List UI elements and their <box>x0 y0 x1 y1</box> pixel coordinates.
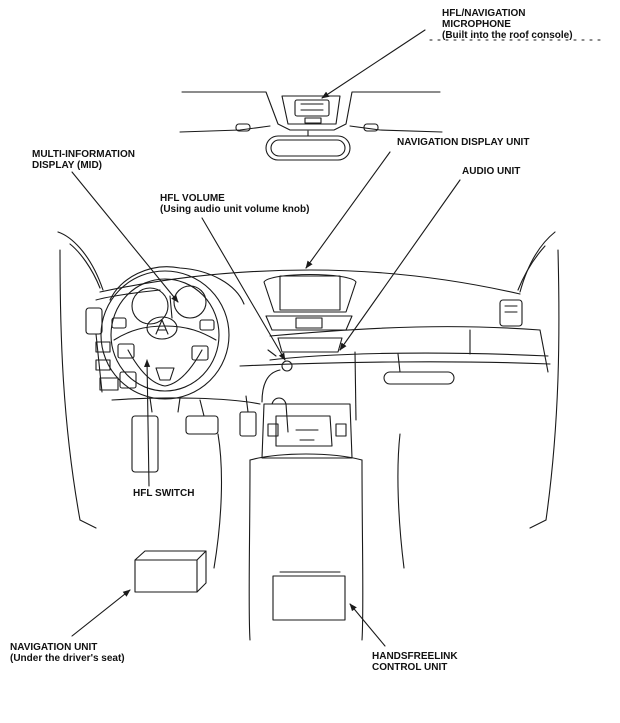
label-hfl-navigation-microphone: HFL/NAVIGATION MICROPHONE (Built into th… <box>442 8 573 41</box>
navigation-unit-box <box>134 550 207 593</box>
label-audio-unit-line1: AUDIO UNIT <box>462 166 521 177</box>
label-hfl-mic-line3: (Built into the roof console) <box>442 30 573 41</box>
label-navigation-unit: NAVIGATION UNIT (Under the driver's seat… <box>10 642 125 664</box>
label-hfl-volume-line1: HFL VOLUME <box>160 193 225 204</box>
label-mid-line2: DISPLAY (MID) <box>32 160 103 171</box>
roof-console <box>179 91 443 133</box>
leader-lines <box>71 29 601 647</box>
label-mid-line1: MULTI-INFORMATION <box>32 149 135 160</box>
label-multi-information-display: MULTI-INFORMATION DISPLAY (MID) <box>32 149 135 171</box>
handsfreelink-control-box <box>272 571 346 621</box>
label-handsfreelink-control-unit: HANDSFREELINK CONTROL UNIT <box>372 651 458 673</box>
rearview-mirror <box>265 130 351 161</box>
steering-wheel <box>100 266 245 413</box>
label-audio-unit: AUDIO UNIT <box>462 166 520 177</box>
label-nav-unit-line1: NAVIGATION UNIT <box>10 642 98 653</box>
audio-unit <box>267 337 343 372</box>
label-hfl-volume-line2: (Using audio unit volume knob) <box>160 204 310 215</box>
label-navigation-display-unit: NAVIGATION DISPLAY UNIT <box>397 137 529 148</box>
label-nav-display-line1: NAVIGATION DISPLAY UNIT <box>397 137 530 148</box>
label-hfl-control-line2: CONTROL UNIT <box>372 662 448 673</box>
label-hfl-switch-line1: HFL SWITCH <box>133 488 195 499</box>
label-hfl-control-line1: HANDSFREELINK <box>372 651 458 662</box>
center-console <box>213 369 405 641</box>
label-hfl-mic-line2: MICROPHONE <box>442 19 511 30</box>
pedals <box>111 395 261 473</box>
label-hfl-mic-line1: HFL/NAVIGATION <box>442 8 526 19</box>
label-nav-unit-line2: (Under the driver's seat) <box>10 653 125 664</box>
label-hfl-volume: HFL VOLUME (Using audio unit volume knob… <box>160 193 309 215</box>
body-outline <box>57 231 560 529</box>
navigation-display <box>263 274 357 331</box>
label-hfl-switch: HFL SWITCH <box>133 488 194 499</box>
dashboard <box>85 269 551 421</box>
